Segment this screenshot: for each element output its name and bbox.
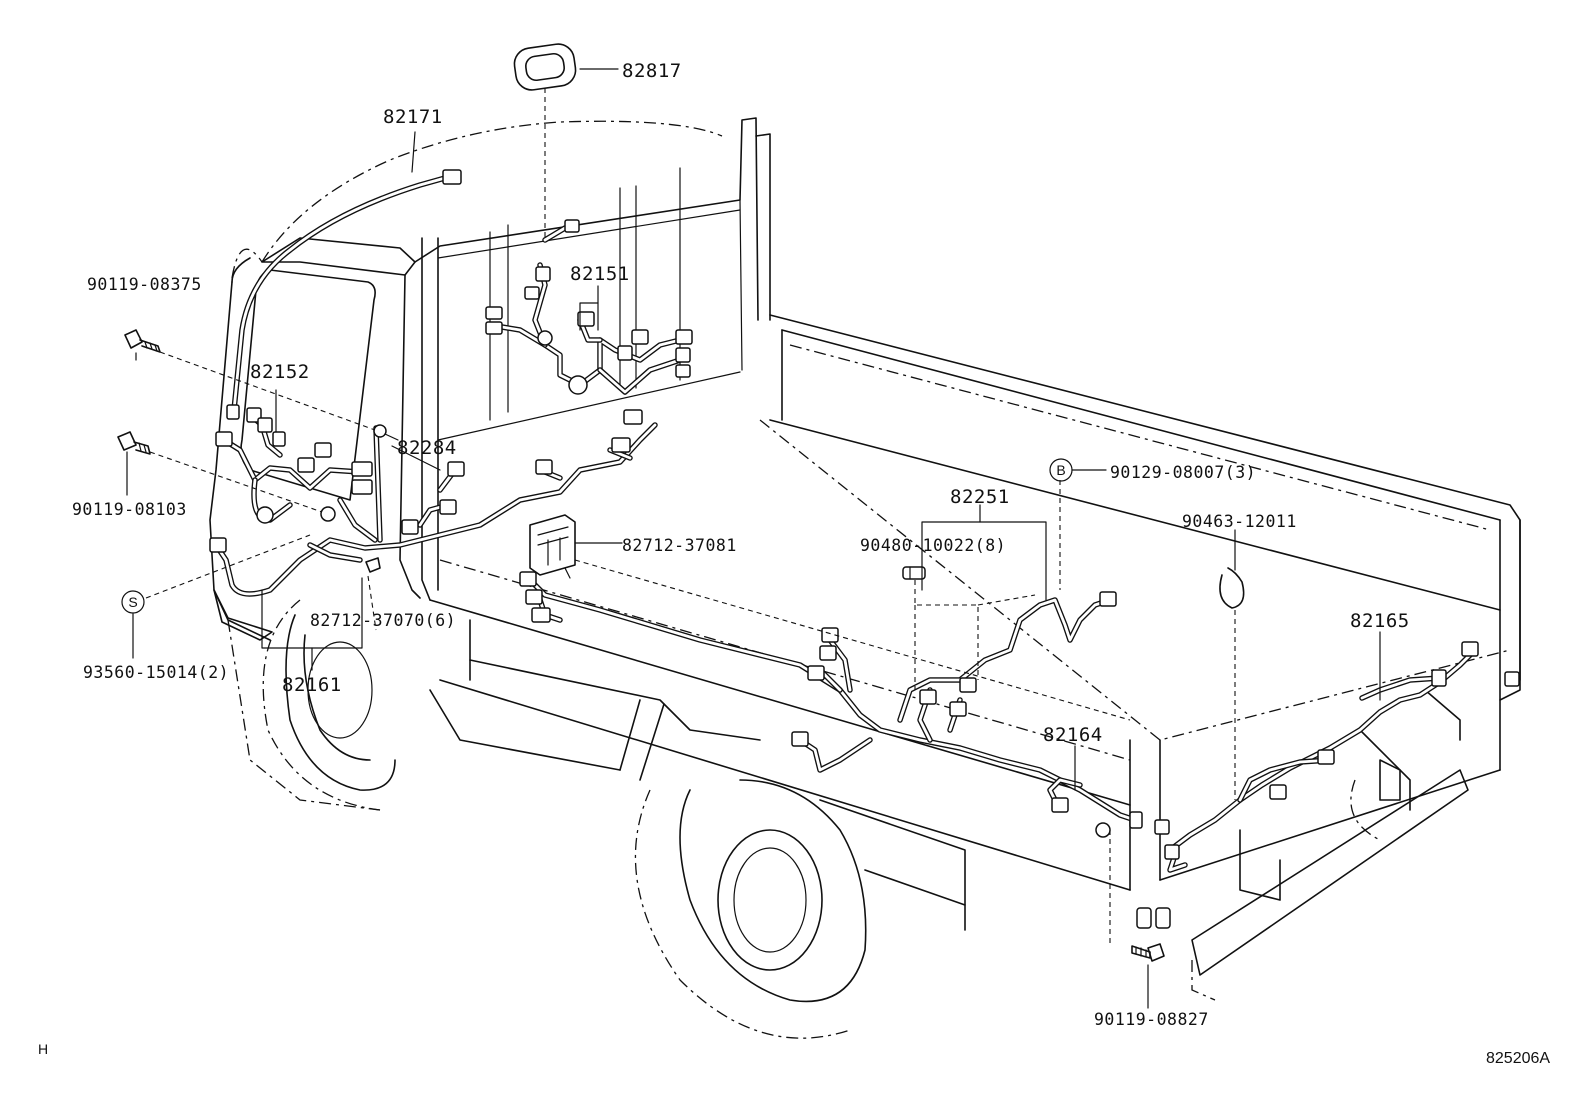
harness-82171	[226, 169, 462, 420]
label-82164: 82164	[1043, 724, 1103, 746]
label-93560-15014: 93560-15014(2)	[83, 663, 229, 682]
label-82152: 82152	[250, 361, 310, 383]
marker-s: S	[128, 594, 137, 610]
harness-82161	[307, 542, 363, 563]
label-90129-08007: 90129-08007(3)	[1110, 463, 1256, 482]
marker-b-circle	[1049, 458, 1073, 482]
diagram-code: 825206A	[1486, 1050, 1550, 1067]
harness-82251	[519, 571, 1143, 838]
label-82161: 82161	[282, 674, 342, 696]
clip-82712-37070	[365, 557, 381, 573]
label-90119-08375: 90119-08375	[87, 275, 202, 294]
corner-mark: H	[38, 1041, 48, 1057]
harness-82151	[485, 219, 693, 395]
label-90119-08827: 90119-08827	[1094, 1010, 1209, 1029]
bolt-90119-08103	[117, 431, 151, 455]
truck-outline	[209, 117, 1521, 1039]
marker-b: B	[1056, 462, 1065, 478]
label-90480-10022: 90480-10022(8)	[860, 536, 1006, 555]
clip-90480-10022	[902, 566, 926, 580]
part-labels: 82817 82171 82151 90119-08375 82152 8228…	[72, 60, 1410, 1029]
label-82171: 82171	[383, 106, 443, 128]
marker-s-circle	[121, 590, 145, 614]
band-90463-12011	[1219, 567, 1245, 609]
label-90119-08103: 90119-08103	[72, 500, 187, 519]
part-82817	[513, 43, 577, 91]
label-82165: 82165	[1350, 610, 1410, 632]
label-82284: 82284	[397, 437, 457, 459]
leader-lines	[126, 68, 1381, 1009]
label-82251: 82251	[950, 486, 1010, 508]
relay-82712-37081	[529, 514, 576, 579]
bolt-90119-08375	[124, 329, 161, 353]
harness-82152	[209, 407, 658, 597]
bolt-90119-08827	[1131, 943, 1165, 962]
harness-82165	[1154, 641, 1520, 873]
label-82712-37081: 82712-37081	[622, 536, 737, 555]
label-82151: 82151	[570, 263, 630, 285]
label-82817: 82817	[622, 60, 682, 82]
label-82712-37070: 82712-37070(6)	[310, 611, 456, 630]
label-90463-12011: 90463-12011	[1182, 512, 1297, 531]
